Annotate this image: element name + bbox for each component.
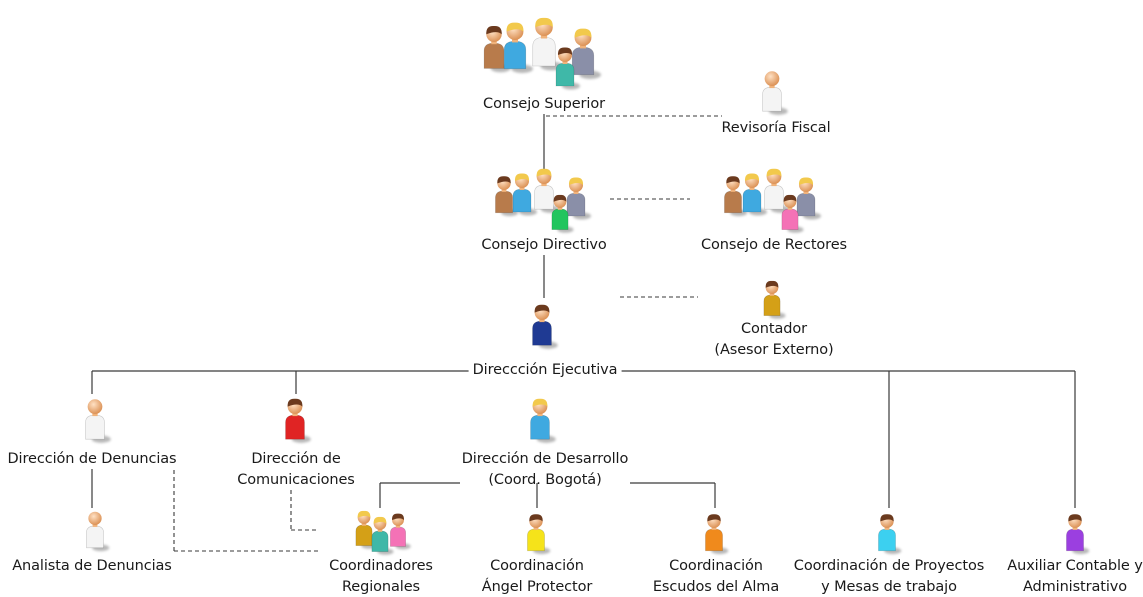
contador-label: Contador — [741, 321, 807, 337]
direccion-denuncias-label: Dirección de Denuncias — [7, 451, 177, 467]
person-icon — [371, 516, 394, 555]
person-icon — [530, 398, 556, 443]
person-icon — [763, 280, 786, 319]
direccion-desarrollo-label: Dirección de Desarrollo — [461, 451, 629, 467]
person-icon — [390, 513, 411, 550]
direccion-ejecutiva-label: Direccción Ejecutiva — [468, 360, 622, 380]
person-icon — [85, 399, 111, 443]
person-icon — [527, 514, 551, 555]
person-icon — [503, 22, 533, 74]
person-icon — [86, 511, 110, 552]
person-icon — [566, 177, 591, 220]
people-icons — [85, 17, 1090, 555]
person-icon — [512, 173, 537, 216]
person-icon — [742, 173, 767, 216]
coord-angel-label: Coordinación — [490, 558, 584, 574]
person-icon — [1066, 514, 1090, 555]
person-icon — [285, 398, 311, 443]
person-icon — [534, 168, 560, 213]
coord-proyectos-sub-label: y Mesas de trabajo — [821, 579, 957, 595]
coordinadores-regionales-sub-label: Regionales — [341, 579, 421, 595]
coord-escudos-label: Coordinación — [669, 558, 763, 574]
direccion-desarrollo-sub-label: (Coord. Bogotá) — [488, 472, 602, 488]
person-icon — [796, 177, 821, 220]
coordinadores-regionales-label: Coordinadores — [329, 558, 433, 574]
person-icon — [764, 168, 790, 213]
person-icon — [724, 176, 748, 217]
direccion-comunicaciones-sub-label: Comunicaciones — [237, 472, 355, 488]
direccion-comunicaciones-label: Dirección de — [251, 451, 341, 467]
consejo-rectores-label: Consejo de Rectores — [701, 237, 847, 253]
coord-escudos-sub-label: Escudos del Alma — [652, 579, 780, 595]
person-icon — [555, 47, 580, 90]
coord-proyectos-label: Coordinación de Proyectos — [793, 558, 985, 574]
coord-angel-sub-label: Ángel Protector — [481, 579, 593, 595]
analista-denuncias-label: Analista de Denuncias — [12, 558, 172, 574]
auxiliar-sub-label: Administrativo — [1022, 579, 1128, 595]
person-icon — [532, 304, 558, 349]
consejo-superior-label: Consejo Superior — [483, 96, 605, 112]
person-icon — [878, 514, 902, 555]
person-icon — [762, 71, 788, 115]
person-icon — [483, 26, 511, 73]
person-icon — [781, 194, 804, 233]
connector-lines — [91, 114, 1076, 552]
contador-sub-label: (Asesor Externo) — [714, 342, 834, 358]
auxiliar-label: Auxiliar Contable y — [1007, 558, 1143, 574]
person-icon — [705, 514, 729, 555]
person-icon — [551, 194, 574, 233]
revisoria-fiscal-label: Revisoría Fiscal — [721, 120, 831, 136]
person-icon — [571, 28, 601, 80]
person-icon — [532, 17, 563, 71]
consejo-directivo-label: Consejo Directivo — [481, 237, 607, 253]
